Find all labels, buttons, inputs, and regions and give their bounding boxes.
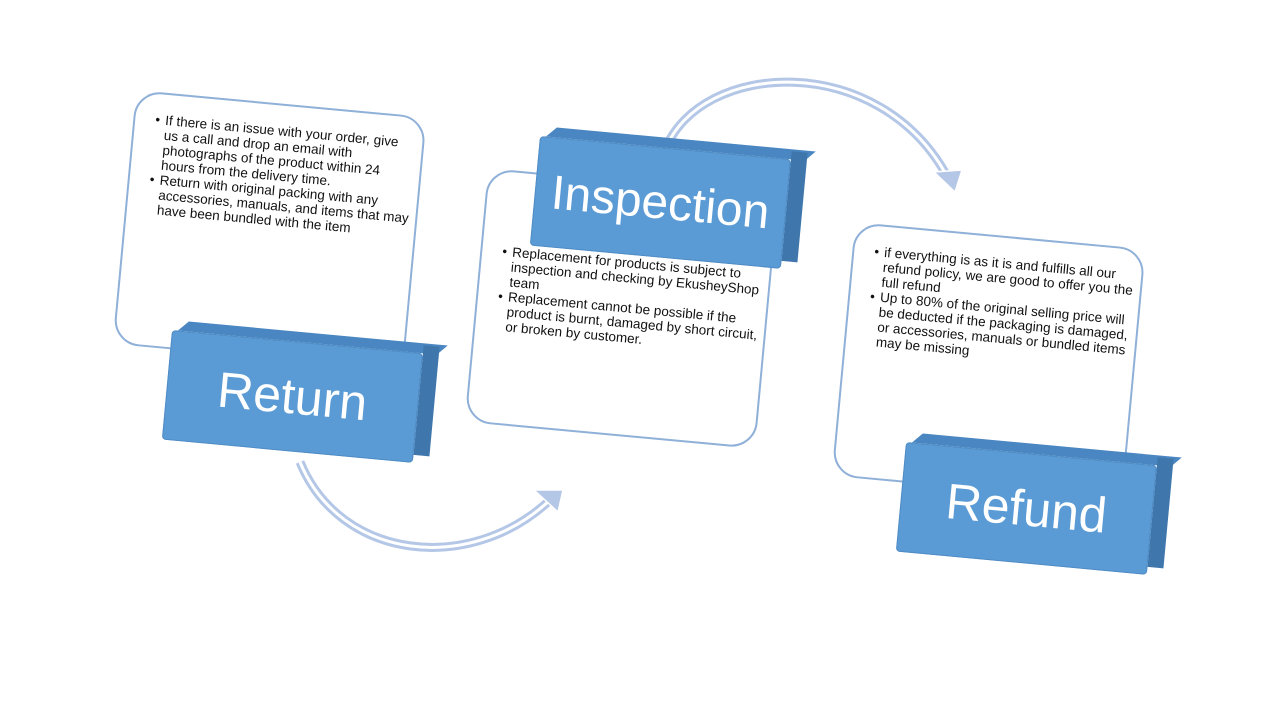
arrow-inspection-to-refund: [660, 77, 964, 194]
arrow-return-to-inspection: [295, 460, 564, 552]
